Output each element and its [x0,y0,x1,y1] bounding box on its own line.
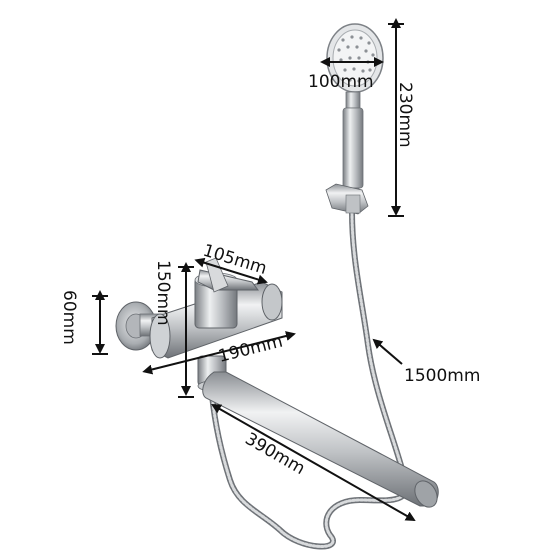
dim-line-body-width [142,331,296,375]
long-spout [202,371,439,508]
dim-line-lever-length [194,257,268,285]
label-hose-length: 1500mm [404,366,480,386]
label-flange-height: 60mm [59,290,79,345]
label-hand-shower-height: 230mm [395,82,415,148]
hand-shower-handle [342,91,364,199]
dim-line-spout-length [211,404,416,521]
label-body-height: 150mm [153,260,173,326]
hose-pointer-arrow [372,338,403,365]
label-shower-head-width: 100mm [308,72,374,92]
dimension-lines [92,18,416,521]
shower-holder [325,183,369,215]
